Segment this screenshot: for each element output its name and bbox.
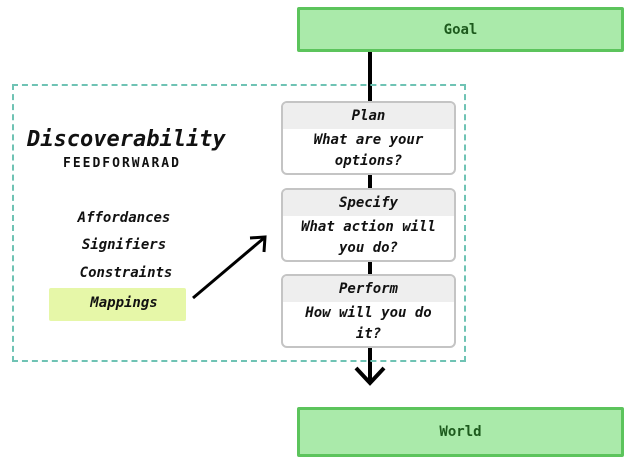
stage-perform: Perform How will you do it? — [281, 274, 456, 348]
principle-signifiers: Signifiers — [81, 237, 167, 253]
stage-plan-line1: What are your — [313, 132, 424, 148]
stage-plan-line2: options? — [334, 153, 403, 169]
stage-specify-line1: What action will — [301, 219, 436, 235]
stage-plan-title: Plan — [283, 103, 454, 129]
stage-perform-title: Perform — [283, 276, 454, 302]
principle-mappings: Mappings — [90, 295, 158, 311]
goal-label: Goal — [443, 21, 478, 38]
discoverability-title: Discoverability — [27, 127, 226, 152]
stage-plan-question: What are your options? — [283, 129, 454, 173]
mappings-highlight — [49, 288, 186, 321]
mapping-arrowhead — [249, 235, 267, 253]
goal-box: Goal — [297, 7, 624, 52]
feedforward-subtitle: FEEDFORWARAD — [63, 156, 181, 171]
flow-arrowhead — [354, 366, 386, 386]
principle-constraints: Constraints — [79, 265, 173, 281]
mapping-arrow-line — [192, 236, 265, 300]
stage-specify-title: Specify — [283, 190, 454, 216]
discoverability-region — [12, 84, 466, 362]
principle-affordances: Affordances — [77, 210, 171, 226]
stage-perform-line1: How will you do — [305, 305, 432, 321]
stage-specify-question: What action will you do? — [283, 216, 454, 260]
stage-perform-question: How will you do it? — [283, 302, 454, 346]
stage-specify: Specify What action will you do? — [281, 188, 456, 262]
world-box: World — [297, 407, 624, 457]
stage-plan: Plan What are your options? — [281, 101, 456, 175]
stage-perform-line2: it? — [355, 326, 382, 342]
world-label: World — [439, 424, 482, 440]
stage-specify-line2: you do? — [338, 240, 398, 256]
